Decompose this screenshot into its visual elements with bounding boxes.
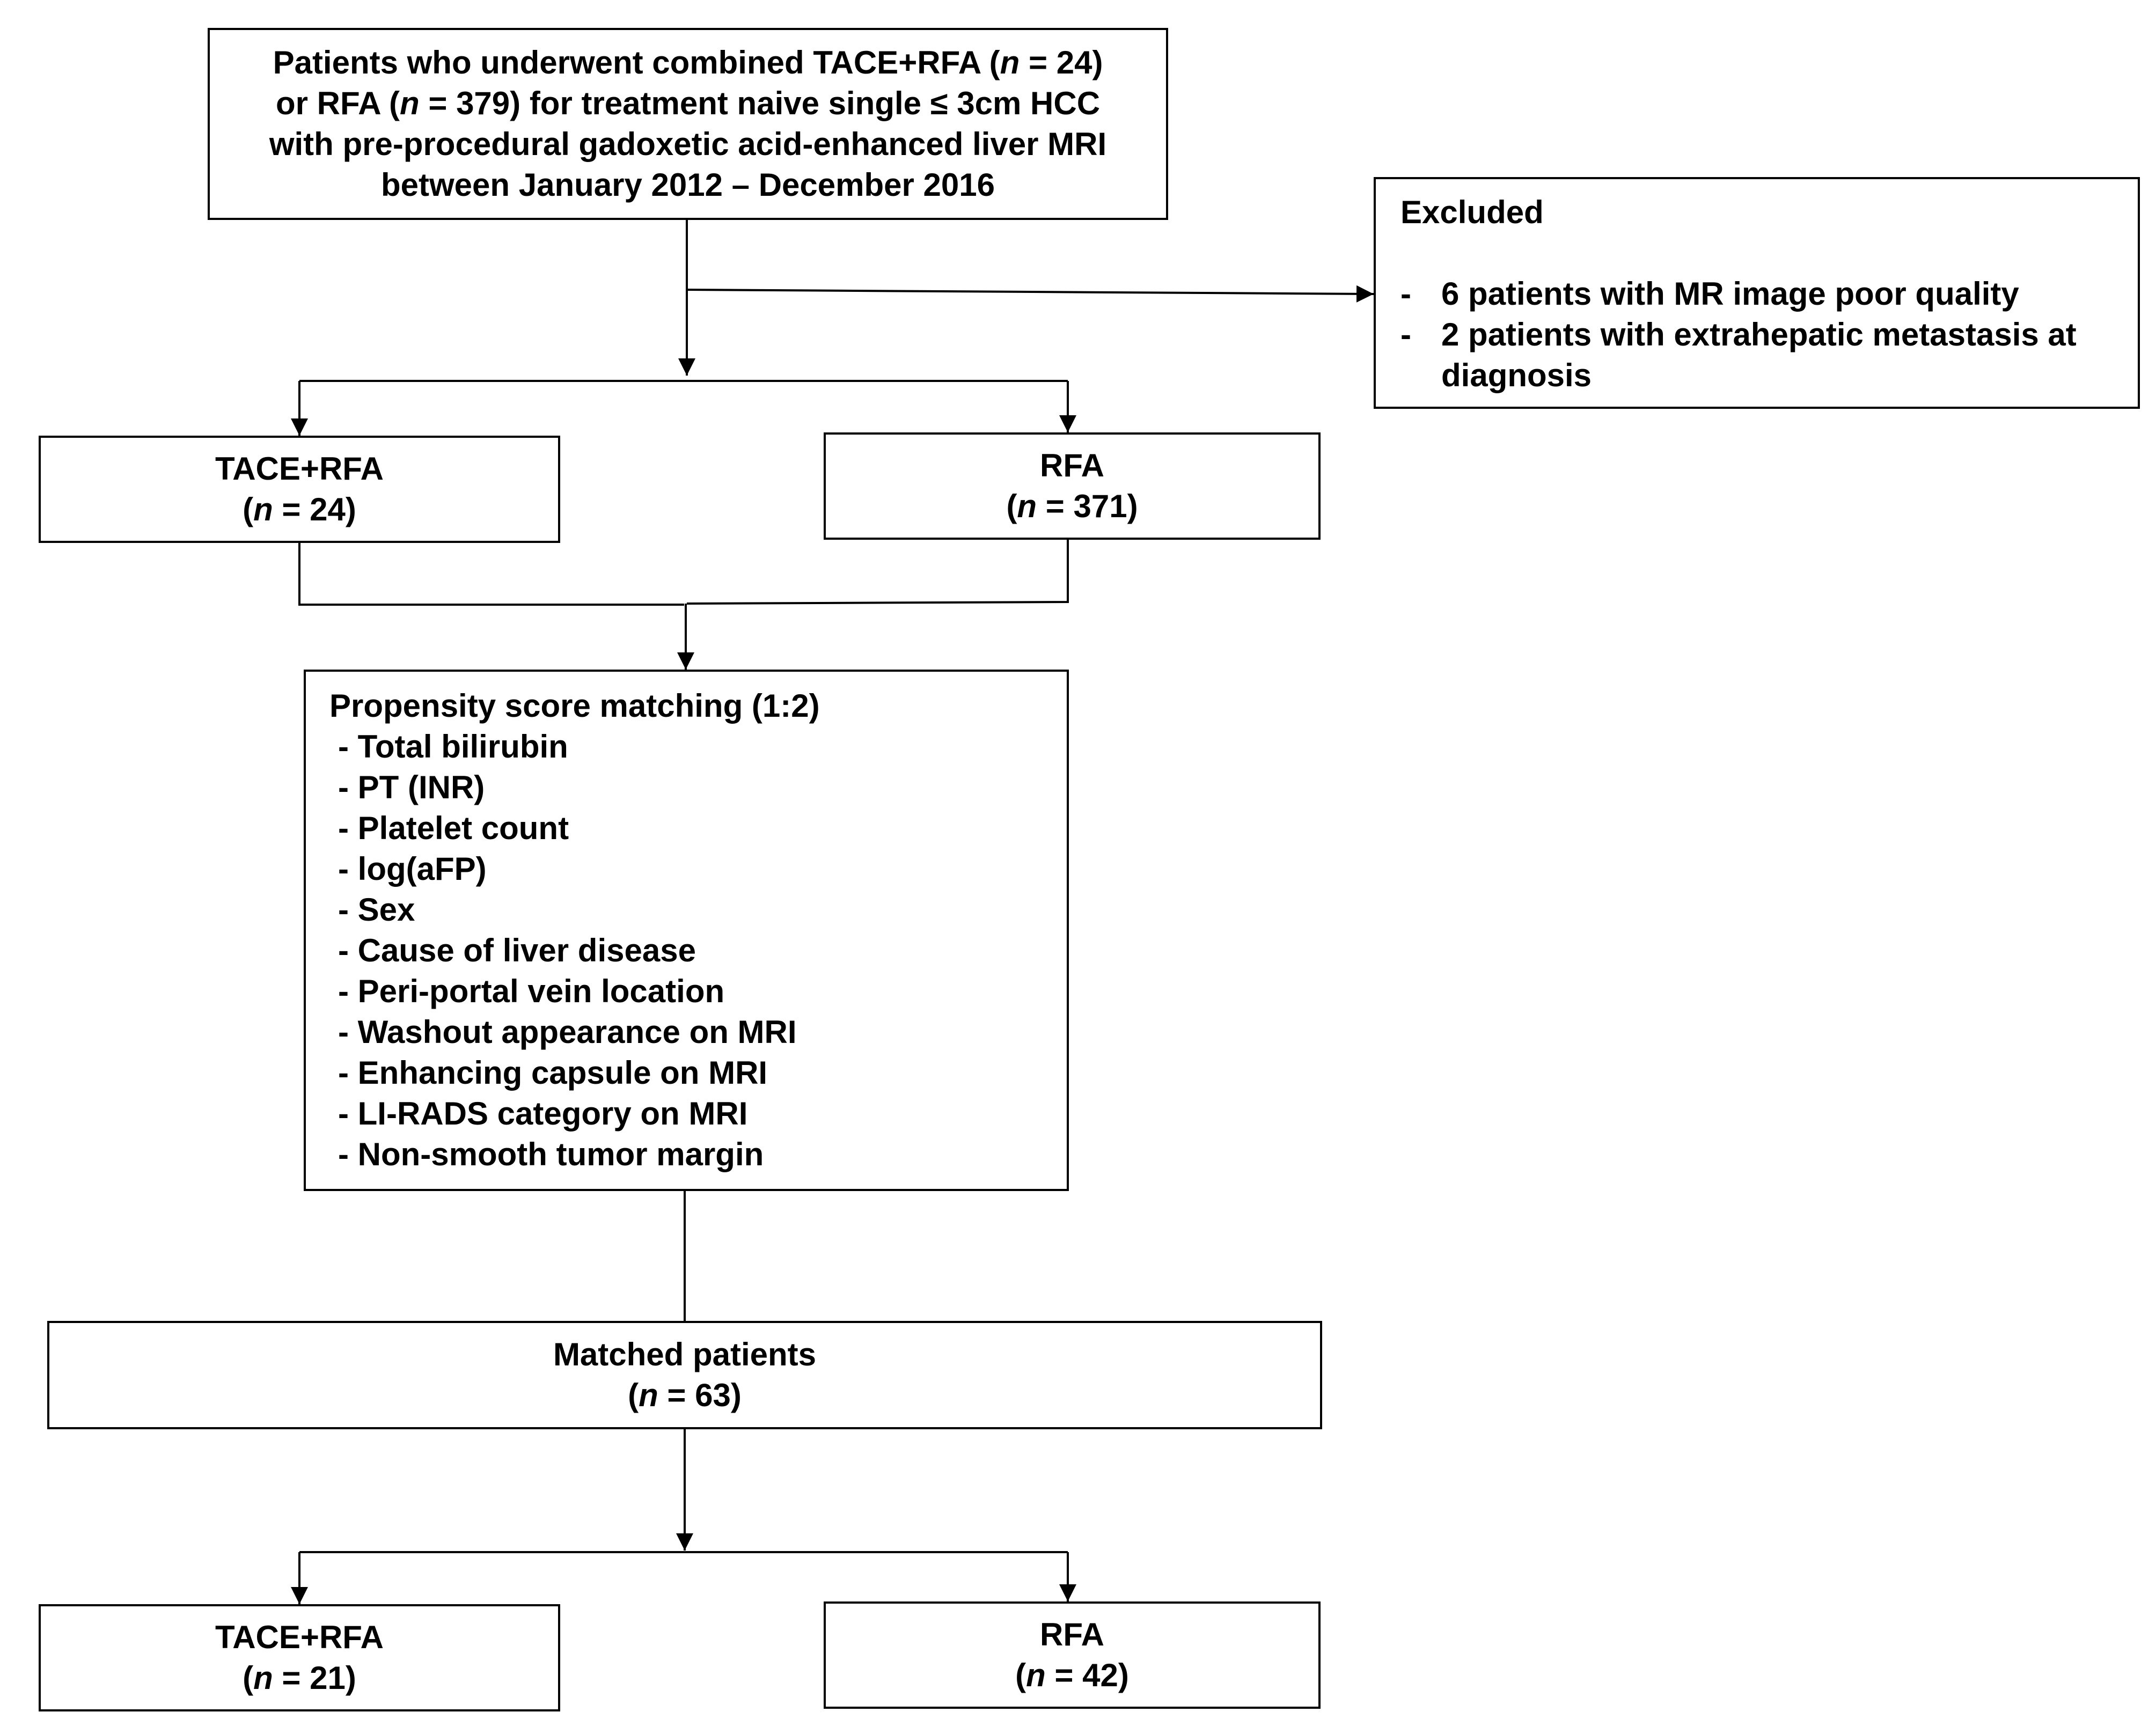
enrollment-line-4: between January 2012 – December 2016	[380, 167, 995, 203]
psm-item: - PT (INR)	[338, 769, 485, 805]
psm-item: - Total bilirubin	[338, 729, 568, 765]
connector-tace-rfa-merge	[298, 542, 684, 606]
group-rfa-label: RFA	[1040, 447, 1104, 483]
connector-rfa-merge	[686, 539, 1069, 605]
group-tace-rfa-count: (n = 24)	[243, 491, 356, 527]
excluded-item: - 6 patients with MR image poor quality	[1400, 274, 2116, 314]
psm-title: Propensity score matching (1:2)	[329, 688, 820, 724]
psm-item: - Enhancing capsule on MRI	[338, 1055, 768, 1091]
group-rfa-box: RFA (n = 371)	[824, 432, 1321, 540]
matched-rfa-count: (n = 42)	[1015, 1657, 1129, 1693]
excluded-item-text: 2 patients with extrahepatic metastasis …	[1441, 317, 2077, 393]
matched-patients-count: (n = 63)	[628, 1377, 742, 1413]
psm-item: - log(aFP)	[338, 851, 487, 887]
matched-rfa-box: RFA (n = 42)	[824, 1601, 1321, 1709]
group-tace-rfa-box: TACE+RFA (n = 24)	[39, 436, 560, 543]
enrollment-box: Patients who underwent combined TACE+RFA…	[208, 28, 1168, 220]
matched-tace-rfa-label: TACE+RFA	[215, 1619, 384, 1655]
psm-item: - LI-RADS category on MRI	[338, 1096, 748, 1131]
psm-item: - Platelet count	[338, 810, 569, 846]
enrollment-line-3: with pre-procedural gadoxetic acid-enhan…	[269, 126, 1107, 162]
excluded-box: Excluded - 6 patients with MR image poor…	[1374, 177, 2140, 409]
connector-to-excluded	[686, 285, 1374, 303]
psm-item: - Peri-portal vein location	[338, 973, 725, 1009]
matched-tace-rfa-box: TACE+RFA (n = 21)	[39, 1604, 560, 1711]
matched-patients-box: Matched patients (n = 63)	[47, 1321, 1322, 1429]
psm-item: - Cause of liver disease	[338, 932, 696, 968]
matched-patients-label: Matched patients	[553, 1336, 817, 1372]
excluded-item: - 2 patients with extrahepatic metastasi…	[1400, 314, 2116, 396]
matched-rfa-label: RFA	[1040, 1617, 1104, 1652]
group-tace-rfa-label: TACE+RFA	[215, 451, 384, 487]
excluded-item-text: 6 patients with MR image poor quality	[1441, 276, 2019, 312]
group-rfa-count: (n = 371)	[1006, 488, 1138, 524]
psm-item: - Non-smooth tumor margin	[338, 1136, 764, 1172]
psm-item: - Sex	[338, 892, 415, 928]
enrollment-line-2: or RFA (n = 379) for treatment naive sin…	[275, 85, 1101, 121]
psm-item: - Washout appearance on MRI	[338, 1014, 797, 1050]
matched-tace-rfa-count: (n = 21)	[243, 1660, 356, 1696]
excluded-title: Excluded	[1400, 194, 1544, 230]
psm-box: Propensity score matching (1:2) - Total …	[304, 670, 1069, 1191]
enrollment-line-1: Patients who underwent combined TACE+RFA…	[273, 45, 1103, 80]
